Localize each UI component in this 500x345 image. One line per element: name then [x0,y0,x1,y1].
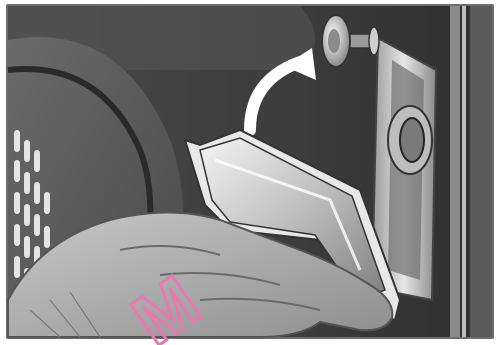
side-rail [450,6,460,337]
side-rail-outer [470,6,492,337]
hinge-socket-inner [400,118,424,162]
side-rail-edge [462,6,466,337]
